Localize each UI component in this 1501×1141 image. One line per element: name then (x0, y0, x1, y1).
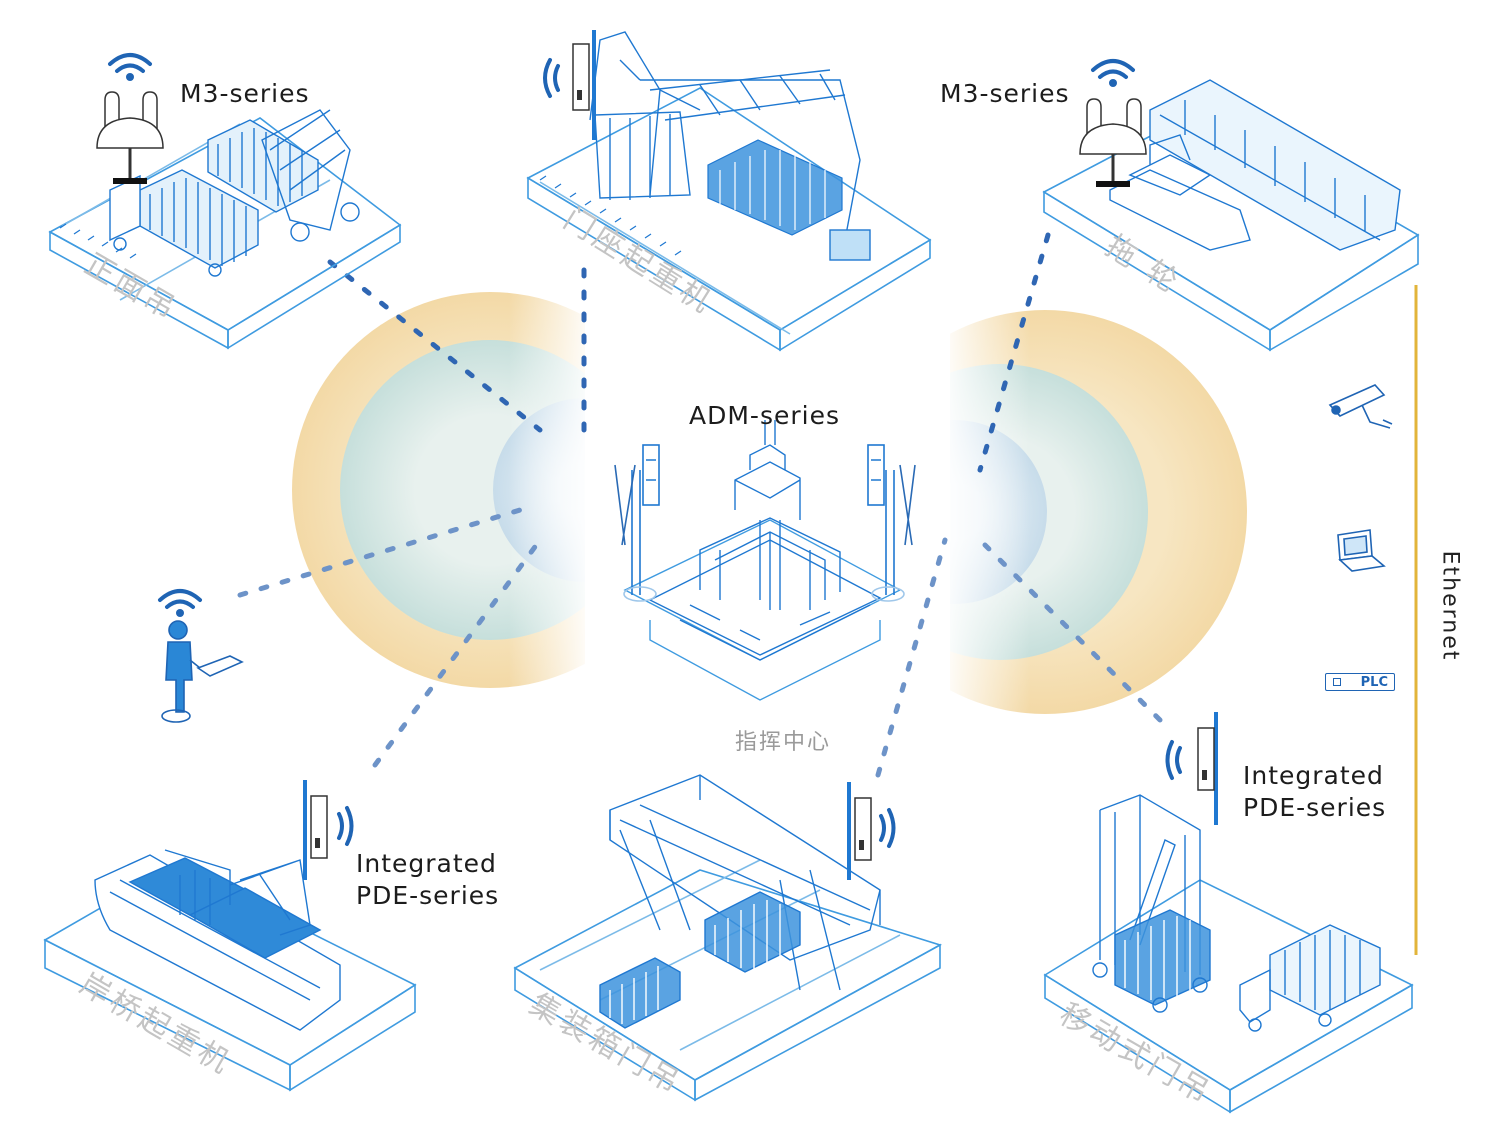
m3-series-label-right: M3-series (940, 79, 1070, 108)
ethernet-label: Ethernet (1437, 550, 1463, 662)
plc-badge: PLC (1325, 673, 1395, 691)
wireless-links (237, 232, 1163, 778)
link-reach-stacker (327, 259, 543, 433)
wifi-icon (543, 58, 560, 98)
link-mobile-gantry (982, 542, 1163, 723)
link-tugboat (977, 232, 1051, 473)
reach-stacker-platform (48, 109, 402, 350)
coverage-rings-left (280, 280, 585, 700)
adm-series-label: ADM-series (689, 401, 840, 430)
camera-icon (1328, 384, 1393, 429)
wifi-icon (158, 589, 202, 617)
command-center-label: 指挥中心 (735, 730, 832, 755)
tugboat-platform (1042, 79, 1420, 352)
pde-series-label-left-line2: PDE-series (356, 881, 500, 910)
m3-series-label-left: M3-series (180, 79, 310, 108)
antenna-icon (572, 30, 596, 140)
link-worker (237, 507, 523, 598)
mobile-gantry-platform (1043, 794, 1414, 1114)
adm-tower-right (867, 444, 916, 602)
antenna-icon (96, 91, 164, 184)
command-center-building (623, 420, 902, 701)
plc-label: PLC (1360, 675, 1388, 690)
antenna-icon (847, 782, 872, 880)
container-gantry-platform (513, 774, 943, 1102)
wifi-icon (108, 53, 152, 81)
adm-tower-left (614, 444, 660, 602)
portal-crane-platform (526, 31, 932, 352)
antenna-icon (1079, 98, 1147, 187)
antenna-icon (303, 780, 328, 880)
pde-series-label-left-line1: Integrated (356, 849, 497, 878)
wifi-icon (1165, 740, 1182, 780)
pde-series-label-right-line2: PDE-series (1243, 793, 1387, 822)
link-container-gantry (875, 537, 948, 778)
laptop-icon (1337, 529, 1386, 572)
worker-figure (161, 620, 244, 723)
wifi-icon (1091, 59, 1135, 87)
quay-crane-platform (43, 849, 417, 1092)
pde-series-label-right-line1: Integrated (1243, 761, 1384, 790)
wifi-icon (337, 806, 354, 846)
antenna-icon (1197, 712, 1218, 825)
link-quay-crane (372, 537, 543, 768)
wifi-icon (879, 808, 896, 848)
coverage-rings-right (950, 300, 1270, 720)
